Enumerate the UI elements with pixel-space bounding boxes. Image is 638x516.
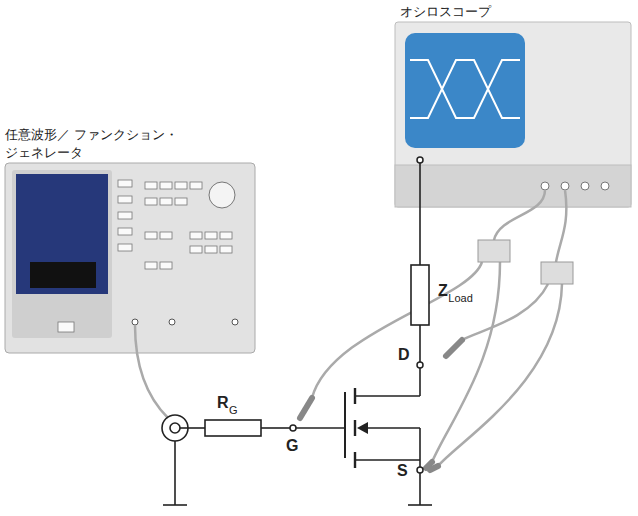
generator-label: 任意波形／ ファンクション・ジェネレータ <box>5 126 210 161</box>
resistor-label: R <box>217 394 229 412</box>
circuit-wires <box>162 163 432 505</box>
body-diode-arrow <box>357 422 368 434</box>
load-label: Z <box>438 282 448 300</box>
pin-label: S <box>397 462 408 480</box>
signal-cable <box>135 325 168 418</box>
oscilloscope-body <box>395 22 631 207</box>
probe-cable <box>312 190 566 466</box>
terminal-dot <box>290 157 423 473</box>
probe-box <box>478 240 510 262</box>
function-generator-body <box>5 163 255 353</box>
oscilloscope-label: オシロスコープ <box>400 3 600 21</box>
resistor-subscript: G <box>229 404 238 416</box>
probe-box <box>541 262 573 284</box>
pin-label: G <box>286 437 298 455</box>
device-name: オシロスコープ <box>400 3 600 21</box>
pin-label: D <box>398 346 410 364</box>
probe-tip <box>300 340 462 470</box>
load-subscript: Load <box>448 292 472 304</box>
device-name: 任意波形／ ファンクション・ジェネレータ <box>5 126 210 161</box>
